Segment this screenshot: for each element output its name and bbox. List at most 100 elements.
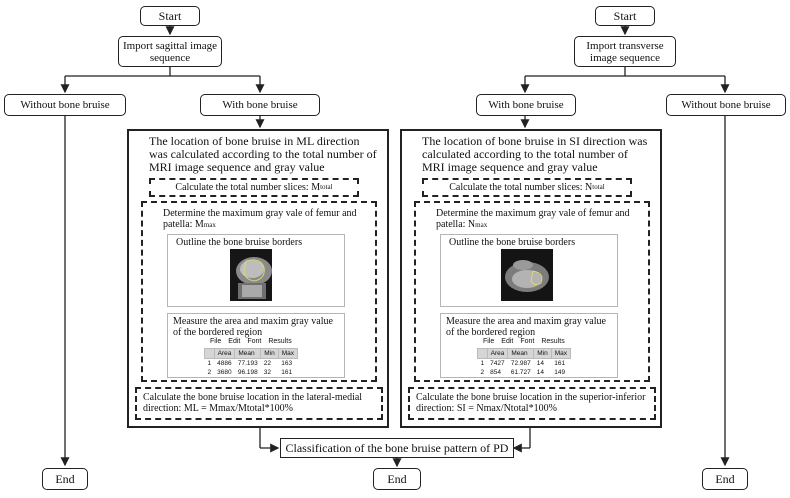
ml-formula: Calculate the bone bruise location in th…	[143, 392, 363, 414]
results-menu-bar-right: File Edit Font Results	[483, 338, 572, 345]
import-label: Import transverse image sequence	[586, 39, 664, 64]
determine-text-right: Determine the maximum gray vale of femur…	[436, 208, 636, 231]
start-label: Start	[613, 8, 637, 23]
end-label: End	[55, 471, 75, 486]
start-node-left: Start	[140, 6, 200, 26]
cell: 4886	[217, 360, 232, 367]
end-node-center: End	[373, 468, 421, 490]
cell: 1	[480, 360, 485, 367]
col-area: Area	[213, 348, 236, 359]
with-bone-bruise-left: With bone bruise	[200, 94, 320, 116]
menu-results[interactable]: Results	[541, 338, 565, 345]
max-subscript: max	[203, 221, 216, 229]
outline-panel-left: Outline the bone bruise borders	[167, 234, 345, 307]
end-node-right: End	[702, 468, 748, 490]
cell: 14	[536, 360, 544, 367]
cell: 96.198	[237, 369, 258, 376]
gray-value-box-right: Determine the maximum gray vale of femur…	[414, 201, 650, 382]
results-table-right: Area Mean Min Max 1 7427 72.987 14 161 2	[477, 348, 572, 377]
col-index	[477, 348, 488, 359]
si-description: The location of bone bruise in SI direct…	[422, 134, 648, 174]
ml-calc-box: Calculate the bone bruise location in th…	[135, 387, 383, 420]
col-max: Max	[550, 348, 572, 359]
cell: 163	[281, 360, 293, 367]
si-process-panel: The location of bone bruise in SI direct…	[400, 129, 662, 428]
cell: 72.987	[510, 360, 531, 367]
table-row: 2 854 61.727 14 149	[478, 368, 571, 377]
measure-label: Measure the area and maxim gray value of…	[173, 316, 333, 338]
cell: 2	[480, 369, 485, 376]
menu-font[interactable]: Font	[247, 338, 262, 345]
cell: 149	[554, 369, 566, 376]
col-index	[204, 348, 215, 359]
ml-description: The location of bone bruise in ML direct…	[149, 134, 377, 174]
col-max: Max	[277, 348, 299, 359]
end-label: End	[387, 471, 407, 486]
determine-text-left: Determine the maximum gray vale of femur…	[163, 208, 363, 231]
cell: 161	[281, 369, 293, 376]
end-label: End	[715, 471, 735, 486]
outline-label: Outline the bone bruise borders	[449, 237, 576, 248]
table-row: 1 4886 77.193 22 163	[205, 359, 298, 369]
mri-sagittal-image	[230, 249, 272, 301]
results-menu-bar-left: File Edit Font Results	[210, 338, 299, 345]
menu-edit[interactable]: Edit	[501, 338, 514, 345]
menu-edit[interactable]: Edit	[228, 338, 241, 345]
cell: 61.727	[510, 369, 531, 376]
cell: 3680	[217, 369, 232, 376]
col-area: Area	[486, 348, 509, 359]
with-bone-bruise-right: With bone bruise	[476, 94, 576, 116]
measure-label: Measure the area and maxim gray value of…	[446, 316, 606, 338]
without-label: Without bone bruise	[681, 99, 771, 111]
cell: 14	[536, 369, 544, 376]
mri-transverse-image	[501, 249, 553, 301]
import-transverse-node: Import transverse image sequence	[574, 36, 676, 67]
cell: 77.193	[237, 360, 258, 367]
total-slices-label: Calculate the total number slices: M	[175, 182, 321, 193]
with-label: With bone bruise	[222, 99, 298, 111]
start-label: Start	[158, 8, 182, 23]
col-min: Min	[260, 348, 279, 359]
cell: 854	[490, 369, 501, 376]
measure-panel-left: Measure the area and maxim gray value of…	[167, 313, 345, 378]
col-mean: Mean	[234, 348, 262, 359]
cell: 1	[207, 360, 212, 367]
classification-node: Classification of the bone bruise patter…	[280, 438, 514, 458]
max-subscript: max	[475, 221, 488, 229]
end-node-left: End	[42, 468, 88, 490]
table-row: 1 7427 72.987 14 161	[478, 359, 571, 369]
cell: 7427	[490, 360, 505, 367]
measure-panel-right: Measure the area and maxim gray value of…	[440, 313, 618, 378]
total-slices-label: Calculate the total number slices: N	[449, 182, 593, 193]
cell: 161	[554, 360, 566, 367]
menu-file[interactable]: File	[483, 338, 495, 345]
si-formula: Calculate the bone bruise location in th…	[416, 392, 646, 414]
menu-file[interactable]: File	[210, 338, 222, 345]
outline-panel-right: Outline the bone bruise borders	[440, 234, 618, 307]
cell: 32	[263, 369, 271, 376]
results-table-left: Area Mean Min Max 1 4886 77.193 22 163 2	[204, 348, 299, 377]
classification-label: Classification of the bone bruise patter…	[285, 440, 509, 455]
cell: 2	[207, 369, 212, 376]
without-bone-bruise-right: Without bone bruise	[666, 94, 786, 116]
cell: 22	[263, 360, 271, 367]
total-subscript: total	[320, 183, 333, 191]
table-header: Area Mean Min Max	[477, 348, 572, 359]
with-label: With bone bruise	[488, 99, 564, 111]
start-node-right: Start	[595, 6, 655, 26]
menu-results[interactable]: Results	[268, 338, 292, 345]
col-mean: Mean	[507, 348, 535, 359]
import-label: Import sagittal image sequence	[122, 39, 218, 64]
table-header: Area Mean Min Max	[204, 348, 299, 359]
outline-label: Outline the bone bruise borders	[176, 237, 303, 248]
menu-font[interactable]: Font	[520, 338, 535, 345]
si-calc-box: Calculate the bone bruise location in th…	[408, 387, 656, 420]
without-label: Without bone bruise	[20, 99, 110, 111]
determine-label: Determine the maximum gray vale of femur…	[436, 208, 630, 230]
gray-value-box-left: Determine the maximum gray vale of femur…	[141, 201, 377, 382]
table-row: 2 3680 96.198 32 161	[205, 368, 298, 377]
